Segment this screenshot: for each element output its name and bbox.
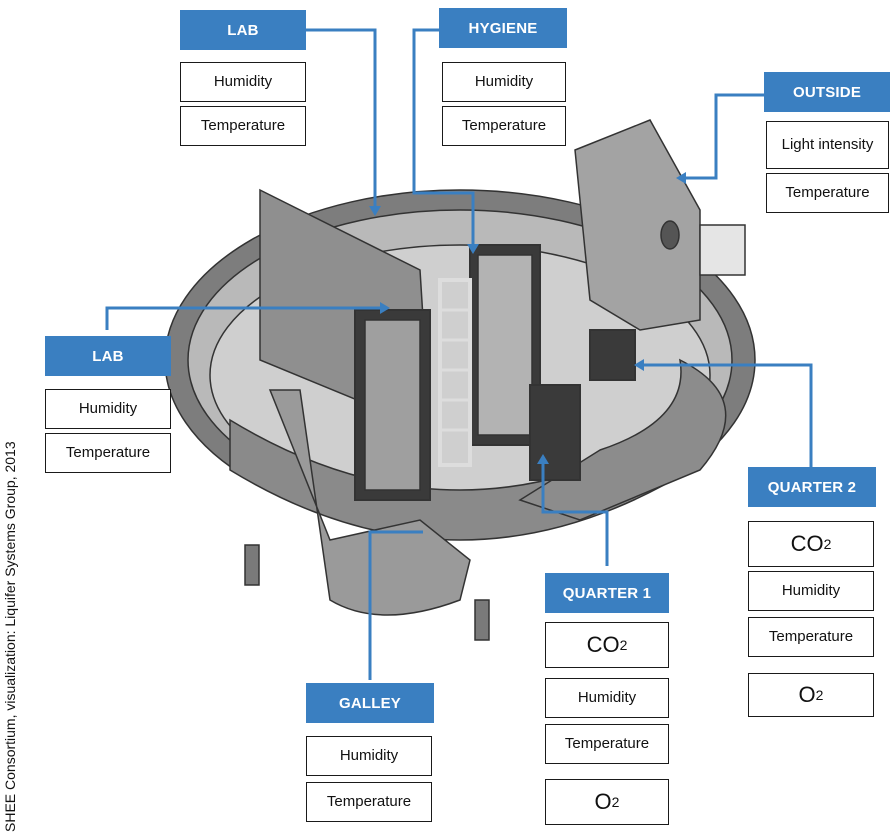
outside-temperature-sensor: Temperature	[766, 173, 889, 213]
zone-hygiene-header: HYGIENE	[439, 8, 567, 48]
quarter2-o2-label: O	[798, 682, 816, 708]
quarter2-co2-label: CO	[790, 531, 824, 557]
image-credit: SHEE Consortium, visualization: Liquifer…	[2, 441, 18, 832]
connector-arrows	[105, 28, 813, 680]
galley-humidity-sensor: Humidity	[306, 736, 432, 776]
quarter2-humidity-sensor: Humidity	[748, 571, 874, 611]
habitat-structure	[164, 119, 756, 641]
zone-lab-left-header: LAB	[45, 336, 171, 376]
lab-left-humidity-sensor: Humidity	[45, 389, 171, 429]
arrowhead-quarter2	[634, 359, 644, 371]
zone-quarter2-header: QUARTER 2	[748, 467, 876, 507]
zone-quarter1-header: QUARTER 1	[545, 573, 669, 613]
quarter2-o2-subscript: 2	[815, 686, 824, 703]
quarter1-temperature-sensor: Temperature	[545, 724, 669, 764]
zone-galley-header: GALLEY	[306, 683, 434, 723]
arrowhead-lab-left	[380, 302, 390, 314]
quarter1-o2-subscript: 2	[611, 793, 620, 810]
quarter1-co2-label: CO	[586, 632, 620, 658]
lab-left-temperature-sensor: Temperature	[45, 433, 171, 473]
quarter1-co2-subscript: 2	[619, 636, 628, 653]
lab-top-temperature-sensor: Temperature	[180, 106, 306, 146]
hygiene-humidity-sensor: Humidity	[442, 62, 566, 102]
quarter2-co2-subscript: 2	[823, 535, 832, 552]
arrowhead-outside	[676, 172, 686, 184]
arrowhead-hygiene	[467, 244, 479, 254]
lab-top-humidity-sensor: Humidity	[180, 62, 306, 102]
arrowhead-quarter1	[537, 454, 549, 464]
quarter1-humidity-sensor: Humidity	[545, 678, 669, 718]
zone-outside-header: OUTSIDE	[764, 72, 890, 112]
galley-temperature-sensor: Temperature	[306, 782, 432, 822]
outside-light-intensity-sensor: Light intensity	[766, 121, 889, 169]
quarter2-temperature-sensor: Temperature	[748, 617, 874, 657]
zone-lab-top-header: LAB	[180, 10, 306, 50]
arrowhead-lab-top	[369, 206, 381, 216]
hygiene-temperature-sensor: Temperature	[442, 106, 566, 146]
quarter1-o2-label: O	[594, 789, 612, 815]
